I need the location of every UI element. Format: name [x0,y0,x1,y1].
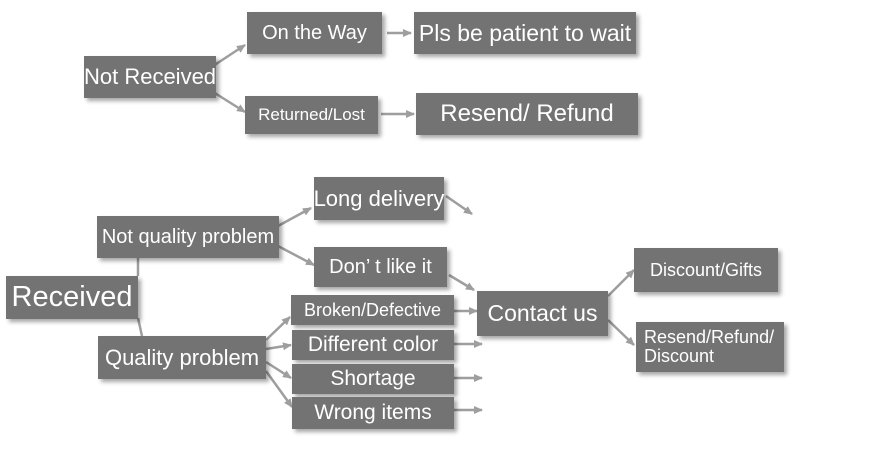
arrow-quality-to-different-color [265,342,292,351]
node-resend-refund: Resend/ Refund [416,93,638,135]
node-not-received: Not Received [84,56,216,98]
arrow-contact-to-discount [607,269,635,297]
node-quality-problem: Quality problem [98,336,266,379]
arrow-not-quality-to-dont-like [277,244,315,267]
arrow-quality-to-wrong-items [264,370,294,408]
node-long-delivery: Long delivery [314,177,444,220]
arrow-dont-like-to-contact [448,273,475,292]
node-received: Received [6,276,138,319]
node-on-the-way: On the Way [247,12,382,54]
line-received-to-quality [136,317,144,337]
node-wrong-items: Wrong items [292,397,454,429]
node-different-color: Different color [292,330,454,360]
resend-refund-discount-line2: Discount [644,346,715,366]
node-dont-like-it: Don’ t like it [314,247,447,287]
arrow-quality-to-shortage [265,360,292,380]
node-discount-gifts: Discount/Gifts [634,248,778,292]
node-returned-lost: Returned/Lost [245,96,378,134]
arrow-not-quality-to-long-delivery [277,206,312,228]
arrow-quality-to-broken [265,316,291,341]
arrow-long-delivery-out [445,194,473,216]
node-pls-be-patient: Pls be patient to wait [414,12,636,54]
node-resend-refund-discount: Resend/Refund/ Discount [636,322,784,372]
node-contact-us: Contact us [477,291,608,336]
node-not-quality-problem: Not quality problem [97,216,279,258]
resend-refund-discount-line1: Resend/Refund/ [644,327,775,348]
node-broken-defective: Broken/Defective [291,295,454,325]
arrow-contact-to-resend-refund-discount [607,319,635,346]
node-shortage: Shortage [292,364,454,394]
